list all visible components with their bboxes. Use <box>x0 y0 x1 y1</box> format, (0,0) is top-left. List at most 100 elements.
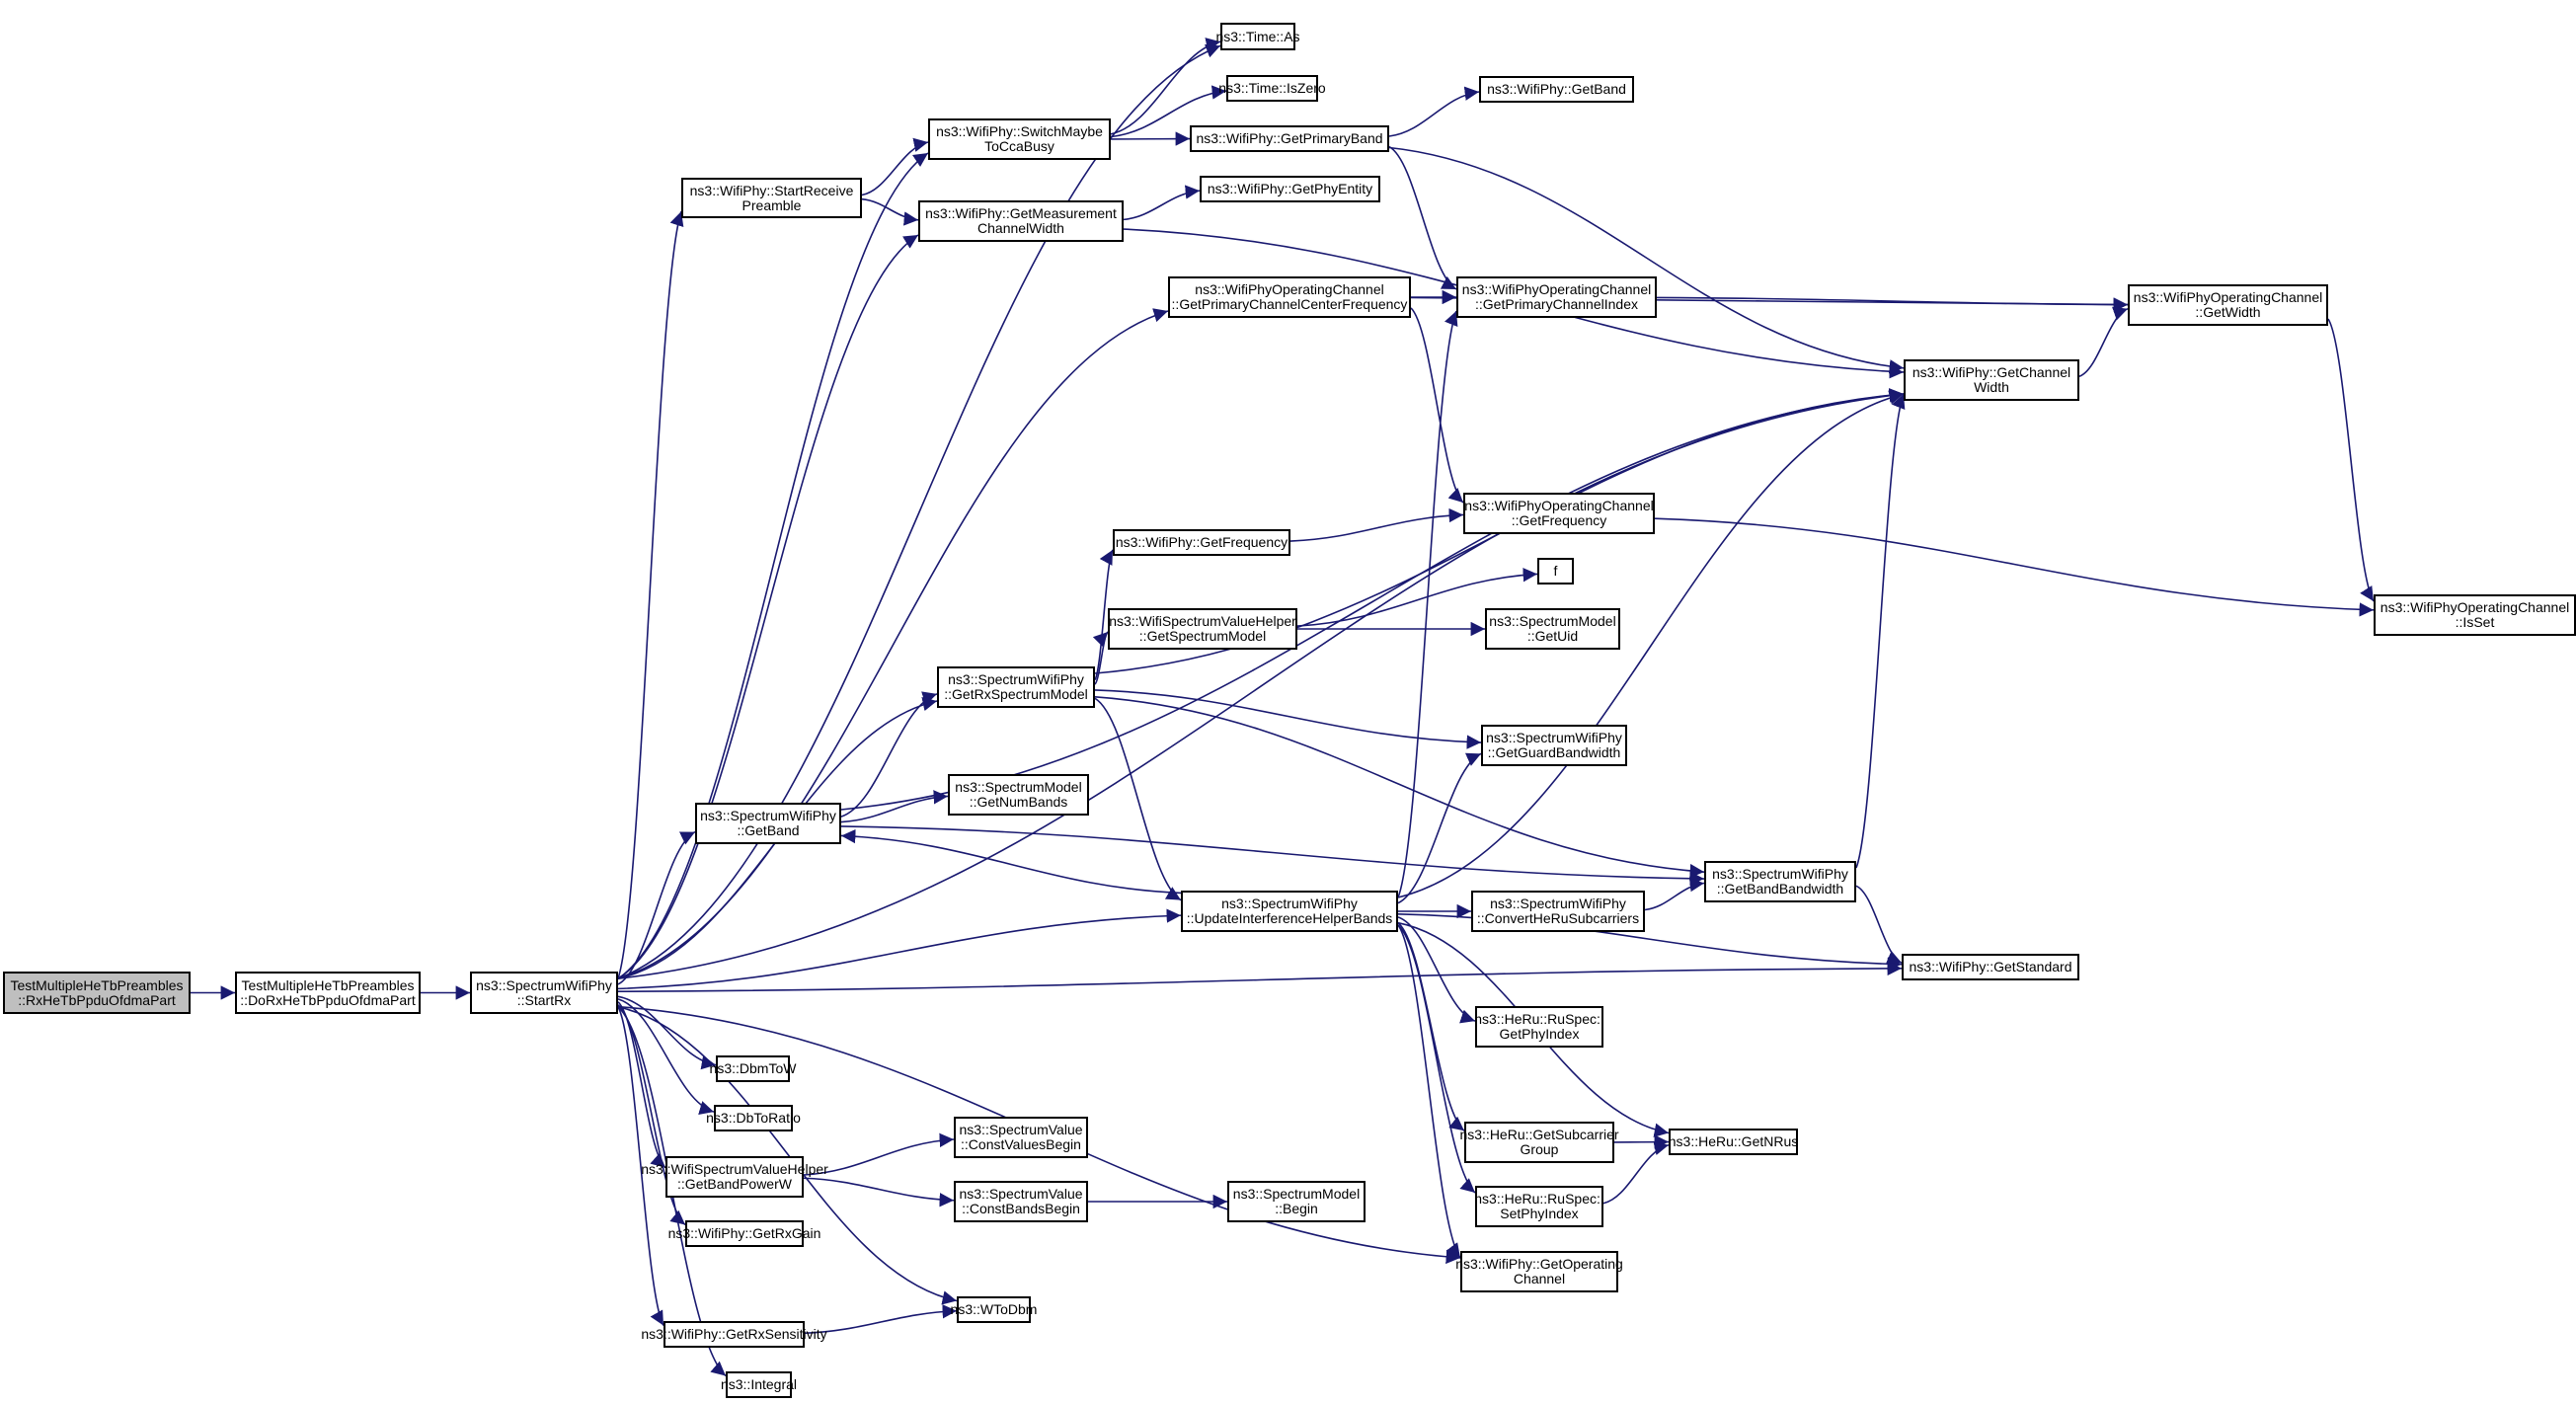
node-label-line: ns3::Integral <box>720 1376 798 1392</box>
node-do-rx-he-tb-ppdu-ofdma-part[interactable]: TestMultipleHeTbPreambles::DoRxHeTbPpduO… <box>235 972 421 1014</box>
node-label-line: ns3::WifiPhyOperatingChannel <box>1464 498 1654 513</box>
node-get-rx-spectrum-model[interactable]: ns3::SpectrumWifiPhy::GetRxSpectrumModel <box>937 666 1095 708</box>
node-operating-channel-get-width[interactable]: ns3::WifiPhyOperatingChannel::GetWidth <box>2128 284 2328 326</box>
node-label-line: ns3::WifiPhy::GetFrequency <box>1115 534 1288 550</box>
node-label-line: ns3::WifiPhyOperatingChannel <box>2133 289 2323 305</box>
node-label-line: ChannelWidth <box>977 220 1064 236</box>
node-label-line: ::IsSet <box>2455 614 2495 630</box>
node-ru-spec-get-phy-index[interactable]: ns3::HeRu::RuSpec::GetPhyIndex <box>1474 1006 1604 1048</box>
edge-n9-n30 <box>1092 631 1109 685</box>
edge-n11-n23 <box>1397 310 1458 898</box>
node-label-line: ns3::HeRu::RuSpec:: <box>1474 1191 1604 1207</box>
edge-n15-n42 <box>803 1177 955 1208</box>
edge-n2-n4 <box>617 210 684 979</box>
node-get-band-bandwidth[interactable]: ns3::SpectrumWifiPhy::GetBandBandwidth <box>1704 861 1856 902</box>
node-spectrum-wifi-phy-get-band[interactable]: ns3::SpectrumWifiPhy::GetBand <box>695 803 841 844</box>
node-label-line: Width <box>1974 379 2009 395</box>
node-get-num-bands[interactable]: ns3::SpectrumModel::GetNumBands <box>948 774 1089 816</box>
node-convert-he-ru-subcarriers[interactable]: ns3::SpectrumWifiPhy::ConvertHeRuSubcarr… <box>1471 891 1645 932</box>
edge-n23-n25 <box>1656 296 2129 312</box>
edge-n8-n25 <box>2078 306 2129 377</box>
node-get-band-power-w[interactable]: ns3::WifiSpectrumValueHelper::GetBandPow… <box>641 1156 828 1198</box>
node-spectrum-wifi-phy-start-rx[interactable]: ns3::SpectrumWifiPhy::StartRx <box>470 972 618 1014</box>
edge-n10-n34 <box>840 825 1705 887</box>
node-wifi-phy-get-frequency[interactable]: ns3::WifiPhy::GetFrequency <box>1113 529 1290 556</box>
node-get-rx-gain[interactable]: ns3::WifiPhy::GetRxGain <box>668 1220 820 1247</box>
node-const-bands-begin[interactable]: ns3::SpectrumValue::ConstBandsBegin <box>954 1181 1088 1222</box>
node-label-line: ns3::WifiSpectrumValueHelper <box>641 1161 828 1177</box>
edge-n5-n20 <box>1110 85 1227 138</box>
node-label-line: ns3::WifiPhyOperatingChannel <box>2380 599 2570 615</box>
edge-n2-n7 <box>617 308 1169 979</box>
node-label-line: ::ConvertHeRuSubcarriers <box>1476 910 1640 926</box>
edge-n2-n14 <box>617 998 715 1115</box>
node-label-line: ns3::SpectrumModel <box>955 779 1082 795</box>
node-label-line: ns3::DbmToW <box>709 1060 797 1076</box>
node-ru-spec-set-phy-index[interactable]: ns3::HeRu::RuSpec::SetPhyIndex <box>1474 1186 1604 1227</box>
node-label-line: ::ConstBandsBegin <box>962 1201 1080 1216</box>
edge-n7-n27 <box>1410 307 1464 504</box>
node-get-phy-entity[interactable]: ns3::WifiPhy::GetPhyEntity <box>1200 176 1380 202</box>
node-label-line: ns3::Time::As <box>1215 28 1300 44</box>
node-spectrum-model-get-uid[interactable]: ns3::SpectrumModel::GetUid <box>1485 608 1620 650</box>
node-w-to-dbm[interactable]: ns3::WToDbm <box>951 1296 1037 1323</box>
node-update-interference-helper-bands[interactable]: ns3::SpectrumWifiPhy::UpdateInterference… <box>1181 891 1398 932</box>
edge-n6-n24 <box>1123 185 1201 221</box>
node-label-line: ns3::Time::IsZero <box>1218 80 1326 96</box>
node-rx-he-tb-ppdu-ofdma-part[interactable]: TestMultipleHeTbPreambles::RxHeTbPpduOfd… <box>3 972 191 1014</box>
edge-n9-n34 <box>1094 696 1705 879</box>
node-label-line: TestMultipleHeTbPreambles <box>241 976 415 993</box>
edge-n2-n6 <box>617 234 919 979</box>
node-get-rx-sensitivity[interactable]: ns3::WifiPhy::GetRxSensitivity <box>641 1321 827 1348</box>
node-label-line: ns3::HeRu::GetNRus <box>1668 1133 1799 1149</box>
node-label-line: ns3::WifiPhy::GetPrimaryBand <box>1196 130 1383 146</box>
node-label-line: ::GetBandPowerW <box>677 1176 792 1192</box>
node-label-line: SetPhyIndex <box>1500 1206 1579 1221</box>
node-label-line: Preamble <box>742 196 802 213</box>
edge-n39-n38 <box>1602 1140 1670 1205</box>
edge-n2-n5 <box>617 152 929 979</box>
node-get-primary-channel-index[interactable]: ns3::WifiPhyOperatingChannel::GetPrimary… <box>1456 276 1657 318</box>
edge-n30-n29 <box>1296 568 1538 627</box>
edge-n11-n37 <box>1397 922 1465 1131</box>
node-spectrum-model-begin[interactable]: ns3::SpectrumModel::Begin <box>1227 1181 1366 1222</box>
node-get-primary-band[interactable]: ns3::WifiPhy::GetPrimaryBand <box>1190 125 1389 152</box>
node-label-line: ns3::SpectrumWifiPhy <box>1490 896 1626 911</box>
edge-n2-n13 <box>617 995 717 1070</box>
node-get-guard-bandwidth[interactable]: ns3::SpectrumWifiPhy::GetGuardBandwidth <box>1481 725 1627 766</box>
node-db-to-ratio[interactable]: ns3::DbToRatio <box>706 1105 801 1131</box>
node-get-standard[interactable]: ns3::WifiPhy::GetStandard <box>1902 954 2079 980</box>
edge-n11-n32 <box>1397 752 1482 904</box>
node-label-line: f <box>1553 563 1558 579</box>
node-f[interactable]: f <box>1537 558 1574 585</box>
edge-n10-n33 <box>840 790 949 823</box>
node-label-line: ::GetUid <box>1526 628 1579 644</box>
edge-n2-n12 <box>617 961 1903 992</box>
node-get-spectrum-model[interactable]: ns3::WifiSpectrumValueHelper::GetSpectru… <box>1108 608 1297 650</box>
node-label-line: ns3::SpectrumWifiPhy <box>700 808 836 823</box>
node-get-primary-channel-center-frequency[interactable]: ns3::WifiPhyOperatingChannel::GetPrimary… <box>1168 276 1411 318</box>
node-label-line: ::Begin <box>1275 1201 1318 1216</box>
node-label-line: ns3::WToDbm <box>950 1301 1038 1317</box>
node-const-values-begin[interactable]: ns3::SpectrumValue::ConstValuesBegin <box>954 1117 1088 1158</box>
edge-n2-n17 <box>617 1006 958 1305</box>
node-wifi-phy-get-band[interactable]: ns3::WifiPhy::GetBand <box>1479 76 1634 103</box>
node-time-as[interactable]: ns3::Time::As <box>1215 23 1300 50</box>
node-operating-channel-is-set[interactable]: ns3::WifiPhyOperatingChannel::IsSet <box>2374 594 2576 636</box>
node-he-ru-get-n-rus[interactable]: ns3::HeRu::GetNRus <box>1669 1129 1798 1155</box>
node-operating-channel-get-frequency[interactable]: ns3::WifiPhyOperatingChannel::GetFrequen… <box>1463 493 1655 534</box>
node-label-line: ns3::SpectrumValue <box>959 1186 1083 1202</box>
node-label-line: ns3::WifiPhy::GetOperating <box>1455 1256 1623 1272</box>
node-label-line: ns3::SpectrumModel <box>1232 1186 1361 1202</box>
edge-n5-n3 <box>1110 38 1221 135</box>
node-label-line: ns3::SpectrumWifiPhy <box>1221 896 1358 911</box>
node-integral[interactable]: ns3::Integral <box>721 1371 797 1398</box>
node-dbm-to-w[interactable]: ns3::DbmToW <box>710 1055 796 1082</box>
node-time-is-zero[interactable]: ns3::Time::IsZero <box>1218 75 1326 102</box>
